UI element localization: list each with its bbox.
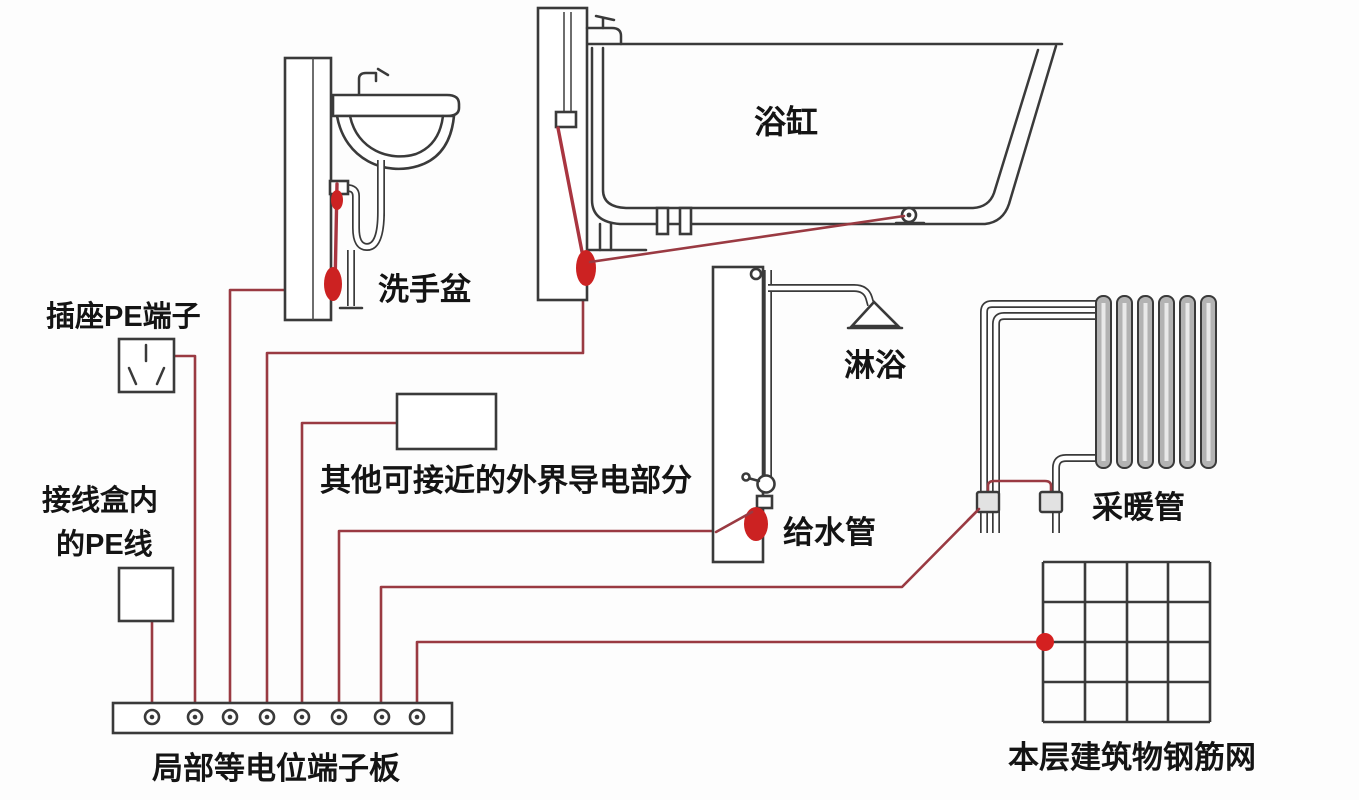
shower-head: [849, 300, 902, 328]
bathtub-assembly: [536, 6, 1064, 302]
bathtub-faucet: [585, 26, 623, 46]
shower-bracket: [749, 267, 763, 281]
radiator-assembly: [966, 295, 1217, 533]
washbasin-label: 洗手盆: [378, 272, 471, 307]
washbasin-bowl-inner: [348, 114, 445, 158]
bathtub-bond-to-drain: [588, 214, 906, 264]
terminal-hole: [192, 714, 198, 720]
socket-pe-label: 插座PE端子: [46, 299, 201, 333]
mesh-grid: [1041, 560, 1212, 724]
terminal-hole: [299, 714, 305, 720]
wire-other-conductive: [300, 421, 399, 708]
shower-valve-knob: [741, 472, 751, 482]
heating-pipe-clamp-right: [1038, 490, 1064, 514]
bathtub-standpipe-2: [678, 206, 693, 236]
washbasin-bowl-outer: [335, 114, 456, 171]
junction-box: [117, 566, 175, 623]
bathtub-apron: [598, 222, 613, 252]
washbasin-bond-clamp-bottom: [324, 267, 342, 301]
washbasin-faucet-handle: [376, 67, 390, 77]
mesh-bond-node: [1036, 633, 1054, 651]
socket-prong-right: [155, 366, 166, 386]
heating-pipe-bond-tail: [966, 507, 981, 522]
washbasin-trap-core: [333, 185, 384, 250]
wire-socket: [145, 354, 197, 708]
terminal-hole: [227, 714, 233, 720]
junction-box-label-line2: 的PE线: [56, 527, 153, 561]
bathtub-faucet-handle: [594, 14, 616, 30]
shower-arm-pipe-core: [768, 285, 874, 306]
bathtub-standpipe-1: [655, 206, 670, 236]
other-conductive-label: 其他可接近的外界导电部分: [320, 463, 692, 498]
bathtub-bond-clamp: [576, 250, 596, 286]
bathtub-inner-shell: [601, 46, 1040, 210]
bathtub-drain-dot: [906, 212, 912, 218]
terminal-board-outline: [111, 701, 454, 735]
terminal-board-label: 局部等电位端子板: [152, 751, 400, 786]
wire-rebar-mesh: [415, 640, 1042, 708]
terminal-board: [111, 701, 454, 735]
terminals: [143, 708, 426, 726]
shower-valve: [756, 474, 776, 494]
shower-assembly: [711, 265, 904, 564]
shower-pipe-fitting: [755, 494, 774, 510]
rebar-mesh: [1036, 560, 1212, 724]
diagram-labels: 浴缸 洗手盆 插座PE端子 接线盒内 的PE线 其他可接近的外界导电部分 淋浴 …: [42, 104, 1256, 786]
heating-pipe-bond-jumper: [986, 479, 1053, 495]
terminal-hole: [336, 714, 342, 720]
terminal-hole: [149, 714, 155, 720]
terminal-hole: [379, 714, 385, 720]
terminal-hole: [414, 714, 420, 720]
wire-heating-pipe: [379, 505, 983, 708]
socket-prong-left: [127, 366, 138, 386]
washbasin-assembly: [283, 56, 461, 322]
junction-box-label-line1: 接线盒内: [42, 483, 158, 517]
heating-pipe-label: 采暖管: [1092, 490, 1185, 525]
bathtub-label: 浴缸: [754, 104, 818, 140]
wire-bathtub: [265, 272, 585, 708]
water-pipe-bond-link: [714, 510, 754, 534]
other-conductive-box: [395, 392, 498, 451]
washbasin-wall: [283, 56, 333, 322]
water-supply-pipe-label: 给水管: [783, 515, 876, 550]
water-pipe-bond-clamp: [744, 507, 768, 541]
shower-label: 淋浴: [844, 348, 907, 383]
shower-arm-pipe: [768, 284, 875, 307]
washbasin-faucet: [357, 71, 378, 97]
washbasin-slab: [331, 93, 461, 118]
bathtub-bond-conductor: [556, 126, 586, 264]
washbasin-bond-clamp-top: [331, 190, 343, 210]
terminal-hole: [264, 714, 270, 720]
socket: [117, 337, 176, 394]
heating-pipe-return-core: [993, 313, 1100, 533]
bonding-wires: [145, 272, 1042, 708]
heating-pipe-clamp-left: [975, 490, 1001, 514]
heating-pipe-bottom-core: [1053, 455, 1100, 533]
rebar-mesh-label: 本层建筑物钢筋网: [1008, 740, 1256, 775]
bathtub-outer-shell: [590, 44, 1058, 226]
radiator-fins: [1095, 295, 1217, 469]
heating-pipe-supply-core: [981, 301, 1100, 533]
wire-water-pipe: [337, 529, 718, 708]
bathtub-wall-clamp-box: [554, 110, 578, 129]
